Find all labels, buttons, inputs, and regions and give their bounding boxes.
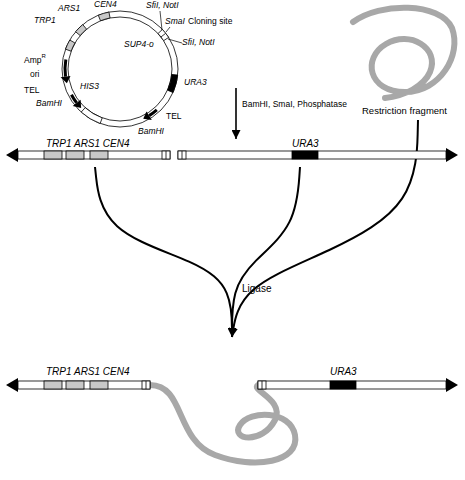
edge-label: Ligase xyxy=(242,284,271,294)
feature-label: BamHI xyxy=(36,99,62,108)
ura3-segment xyxy=(168,74,178,92)
arm-segment xyxy=(292,151,318,159)
telomere-arrow xyxy=(70,94,78,104)
dna-arm xyxy=(178,151,446,159)
arm-segment xyxy=(258,381,266,389)
leader-line xyxy=(166,27,170,32)
ligation-product-shape xyxy=(5,337,462,477)
plasmid-backbone xyxy=(62,11,178,127)
arm-segment xyxy=(66,381,84,389)
telomere-arrow xyxy=(148,109,157,117)
feature-label: ARS1 xyxy=(58,4,80,13)
feature-label: Cloning site xyxy=(188,17,232,26)
trp1-segment xyxy=(65,40,74,51)
ligation-product: TRP1 ARS1 CEN4 URA3 xyxy=(5,337,462,477)
segment-hatch xyxy=(262,381,263,389)
vector-arms: TRP1 ARS1 CEN4 URA3 xyxy=(5,139,462,167)
feature-label: BamHI xyxy=(138,127,164,136)
feature-label: SmaI xyxy=(165,17,185,26)
plasmid-ring xyxy=(62,11,178,127)
his3-segment xyxy=(81,108,102,124)
edge-label: BamHI, SmaI, Phosphatase xyxy=(242,100,347,109)
arm-segment xyxy=(142,381,150,389)
arm-label: URA3 xyxy=(292,139,319,149)
ars1-segment xyxy=(76,25,87,36)
feature-label: TRP1 xyxy=(34,16,56,25)
dna-arm xyxy=(258,381,446,389)
leader-line xyxy=(160,11,162,30)
feature-label: ori xyxy=(30,70,39,79)
arm-segment xyxy=(330,381,356,389)
arm-segment xyxy=(44,151,62,159)
inserted-fragment xyxy=(150,385,295,462)
vector-arms-drawing xyxy=(6,148,458,162)
arm-segment xyxy=(66,151,84,159)
ligation-arrow xyxy=(95,167,300,337)
arm-segment xyxy=(162,151,170,159)
restriction-fragment-shape xyxy=(350,0,462,120)
plasmid-map-drawing xyxy=(61,11,182,127)
ligation-product-drawing xyxy=(6,378,458,462)
telomere-arrowhead xyxy=(446,378,458,392)
restriction-fragment-drawing xyxy=(353,8,454,98)
feature-label: TEL xyxy=(24,86,40,95)
telomere-arrowhead xyxy=(6,148,18,162)
plasmid-map: TRP1ARS1CEN4SfiI, NotISmaICloning siteSU… xyxy=(0,0,236,138)
fragment-dna xyxy=(353,8,454,98)
segment-hatch xyxy=(166,151,167,159)
feature-label: SfiI, NotI xyxy=(182,38,215,47)
feature-label: HIS3 xyxy=(80,82,99,91)
arm-label: TRP1 ARS1 CEN4 xyxy=(46,139,130,149)
leader-line xyxy=(168,39,182,43)
ampr-arrow-head xyxy=(61,76,71,83)
arm-segment xyxy=(44,381,62,389)
feature-label: SfiI, NotI xyxy=(146,1,179,10)
telomere-arrowhead xyxy=(6,378,18,392)
cloning-site-hatch xyxy=(161,33,166,37)
arm-segment xyxy=(90,381,108,389)
telomere-arrow-head xyxy=(143,111,152,119)
cen4-segment xyxy=(98,12,110,21)
segment-hatch xyxy=(182,151,183,159)
arm-label: URA3 xyxy=(330,367,357,377)
feature-label: TEL xyxy=(166,112,182,121)
feature-label: Amp xyxy=(24,56,41,65)
fragment-label: Restriction fragment xyxy=(362,106,447,116)
dna-arm xyxy=(18,151,170,159)
feature-label: R xyxy=(42,53,46,59)
telomere-arrowhead xyxy=(446,148,458,162)
arm-segment xyxy=(178,151,186,159)
feature-label: CEN4 xyxy=(94,0,117,9)
restriction-fragment: Restriction fragment xyxy=(350,0,462,120)
feature-label: URA3 xyxy=(184,78,207,87)
arm-label: TRP1 ARS1 CEN4 xyxy=(46,367,130,377)
arm-segment xyxy=(90,151,108,159)
dna-arm xyxy=(18,381,150,389)
ampr-arrow xyxy=(63,59,67,77)
feature-label: SUP4-o xyxy=(124,40,154,49)
segment-hatch xyxy=(146,381,147,389)
digest-arrow xyxy=(235,88,237,139)
telomere-arrow-head xyxy=(73,100,81,108)
